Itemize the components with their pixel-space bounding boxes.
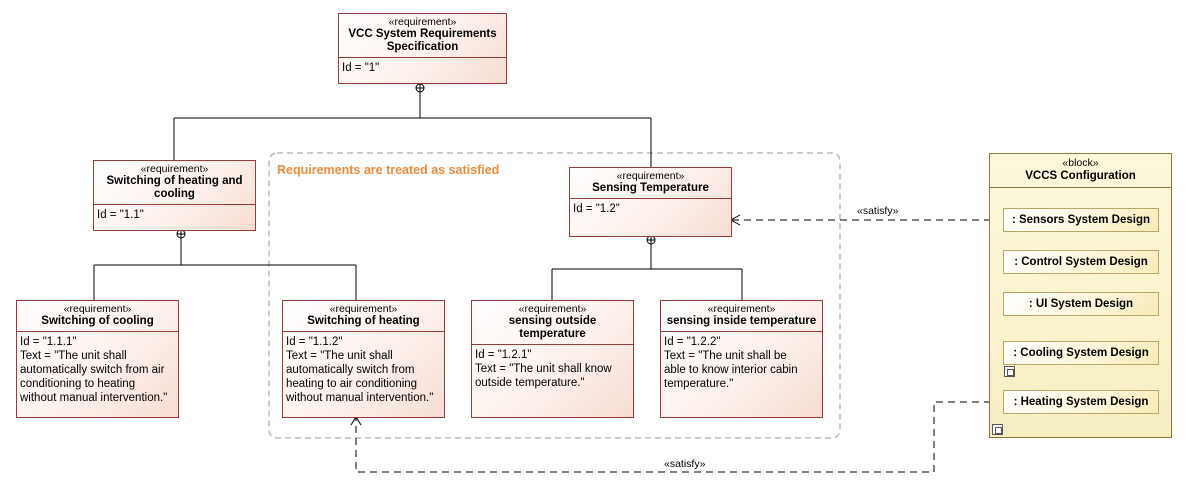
requirement-1-2-1[interactable]: «requirement» sensing outside temperatur… bbox=[471, 300, 634, 418]
containment-root bbox=[173, 83, 652, 167]
requirement-1-1-2-id: Id = "1.1.2" bbox=[286, 336, 343, 348]
requirement-1-2-stereotype: «requirement» bbox=[616, 170, 685, 182]
requirement-1-1-stereotype: «requirement» bbox=[140, 163, 209, 175]
requirement-root-header: «requirement» VCC System Requirements Sp… bbox=[339, 14, 506, 58]
requirement-root[interactable]: «requirement» VCC System Requirements Sp… bbox=[338, 13, 507, 84]
block-stereotype: «block» bbox=[1062, 157, 1099, 169]
requirement-1-1-id: Id = "1.1" bbox=[97, 209, 144, 221]
satisfy-label-top: «satisfy» bbox=[857, 205, 899, 217]
block-diagram-icon bbox=[992, 424, 1003, 435]
part-ui-system-design[interactable]: : UI System Design bbox=[1003, 292, 1159, 316]
part-cooling-system-design[interactable]: : Cooling System Design bbox=[1003, 341, 1159, 365]
requirement-1-1-2-text-line-3: heating to air conditioning bbox=[286, 378, 418, 390]
requirement-1-2-2-stereotype: «requirement» bbox=[707, 303, 776, 315]
requirement-1-1-body: Id = "1.1" bbox=[94, 205, 255, 225]
note-boundary bbox=[268, 152, 841, 439]
requirement-1-1-2[interactable]: «requirement» Switching of heating Id = … bbox=[282, 300, 445, 418]
requirement-1-2-id: Id = "1.2" bbox=[573, 203, 620, 215]
containment-1-1 bbox=[93, 229, 357, 300]
requirement-1-1-1-text-line-1: Text = "The unit shall bbox=[20, 350, 127, 362]
requirement-1-2-header: «requirement» Sensing Temperature bbox=[570, 168, 731, 199]
requirement-1-2-body: Id = "1.2" bbox=[570, 199, 731, 219]
requirement-1-2-1-stereotype: «requirement» bbox=[518, 303, 587, 315]
requirement-root-stereotype: «requirement» bbox=[388, 16, 457, 28]
requirement-1-2-1-body: Id = "1.2.1" Text = "The unit shall know… bbox=[472, 345, 633, 393]
requirement-1-2-2[interactable]: «requirement» sensing inside temperature… bbox=[660, 300, 823, 418]
requirement-1-2-2-body: Id = "1.2.2" Text = "The unit shall be a… bbox=[661, 332, 822, 394]
requirement-1-1-2-body: Id = "1.1.2" Text = "The unit shall auto… bbox=[283, 332, 444, 408]
requirement-1-2-1-text-line-2: outside temperature." bbox=[475, 377, 585, 389]
part-heating-system-design[interactable]: : Heating System Design bbox=[1003, 390, 1159, 414]
requirement-1-1-1-text-line-4: without manual intervention." bbox=[20, 392, 168, 404]
requirement-1-1-1-text-line-3: conditioning to heating bbox=[20, 378, 136, 390]
requirement-1-1-2-text-line-2: automatically switch from bbox=[286, 364, 415, 376]
note-title: Requirements are treated as satisfied bbox=[277, 163, 500, 177]
requirement-1-2-2-header: «requirement» sensing inside temperature bbox=[661, 301, 822, 332]
requirement-1-2[interactable]: «requirement» Sensing Temperature Id = "… bbox=[569, 167, 732, 237]
requirement-1-1-1-body: Id = "1.1.1" Text = "The unit shall auto… bbox=[17, 332, 178, 408]
requirement-1-1-2-text-line-1: Text = "The unit shall bbox=[286, 350, 393, 362]
part-control-system-design[interactable]: : Control System Design bbox=[1003, 250, 1159, 274]
requirement-1-1-2-header: «requirement» Switching of heating bbox=[283, 301, 444, 332]
block-title: VCCS Configuration bbox=[1025, 170, 1136, 182]
requirement-1-2-title: Sensing Temperature bbox=[592, 182, 709, 194]
requirement-1-1-2-stereotype: «requirement» bbox=[329, 303, 398, 315]
part-sensors-system-design[interactable]: : Sensors System Design bbox=[1003, 208, 1159, 232]
requirement-1-1-2-text-line-4: without manual intervention." bbox=[286, 392, 434, 404]
requirement-root-body: Id = "1" bbox=[339, 58, 506, 78]
requirement-1-1-1-title: Switching of cooling bbox=[41, 315, 154, 327]
requirement-1-2-2-text-line-2: able to know interior cabin bbox=[664, 364, 798, 376]
requirement-1-2-2-id: Id = "1.2.2" bbox=[664, 336, 721, 348]
requirement-root-title: VCC System Requirements Specification bbox=[348, 28, 497, 53]
requirement-1-1-1-id: Id = "1.1.1" bbox=[20, 336, 77, 348]
requirement-1-2-2-text-line-3: temperature." bbox=[664, 378, 734, 390]
part-cooling-diagram-icon bbox=[1004, 366, 1015, 377]
requirement-1-2-1-id: Id = "1.2.1" bbox=[475, 349, 532, 361]
requirement-1-1-1[interactable]: «requirement» Switching of cooling Id = … bbox=[16, 300, 179, 418]
requirement-1-2-2-text-line-1: Text = "The unit shall be bbox=[664, 350, 787, 362]
requirement-1-1-1-stereotype: «requirement» bbox=[63, 303, 132, 315]
satisfy-label-bottom: «satisfy» bbox=[664, 458, 706, 470]
requirement-1-1-1-header: «requirement» Switching of cooling bbox=[17, 301, 178, 332]
requirement-1-2-1-title: sensing outside temperature bbox=[508, 315, 597, 340]
requirement-1-2-1-text-line-1: Text = "The unit shall know bbox=[475, 363, 612, 375]
requirement-1-1-2-title: Switching of heating bbox=[307, 315, 420, 327]
requirement-1-1-title: Switching of heating and cooling bbox=[106, 175, 243, 200]
requirement-1-2-2-title: sensing inside temperature bbox=[666, 315, 817, 327]
requirement-1-1-header: «requirement» Switching of heating and c… bbox=[94, 161, 255, 205]
block-header: «block» VCCS Configuration bbox=[990, 154, 1171, 188]
requirement-1-1-1-text-line-2: automatically switch from air bbox=[20, 364, 165, 376]
containment-1-2 bbox=[551, 235, 743, 300]
requirement-1-1[interactable]: «requirement» Switching of heating and c… bbox=[93, 160, 256, 231]
requirement-root-id: Id = "1" bbox=[342, 62, 380, 74]
requirement-1-2-1-header: «requirement» sensing outside temperatur… bbox=[472, 301, 633, 345]
